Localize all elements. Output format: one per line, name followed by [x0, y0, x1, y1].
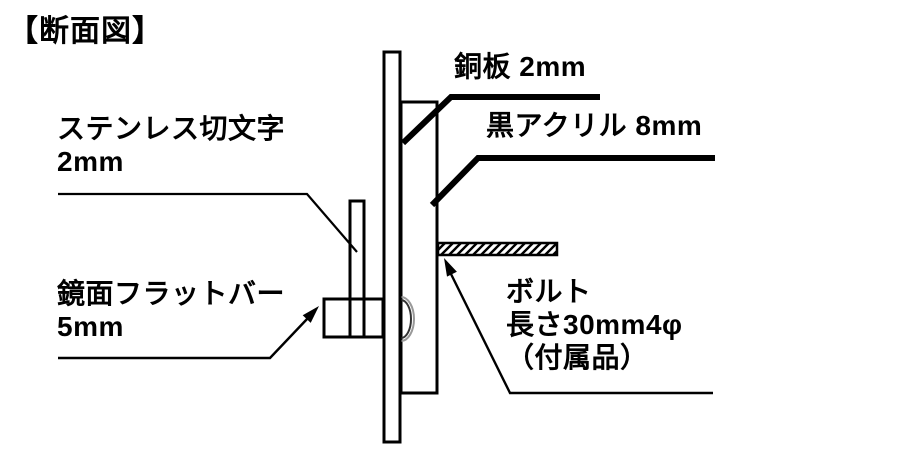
bolt-head-arc-outer: [400, 296, 415, 342]
bolt-shape: [436, 241, 559, 257]
copper-leader-line: [400, 94, 600, 146]
bolt-arrowhead: [444, 258, 457, 277]
bolt-label-line1: ボルト: [506, 276, 592, 307]
bolt-label-line2: 長さ30mm4φ: [506, 309, 683, 340]
stainless-letter-label-line2: 2mm: [57, 146, 124, 177]
mirror-flat-bar-label-line2: 5mm: [57, 311, 124, 342]
mirror-flat-bar-shape: [322, 297, 385, 339]
flatbar-leader-line: [58, 317, 309, 360]
stainless-letter-shape: [348, 199, 366, 339]
stainless-leader-line: [58, 192, 358, 253]
mirror-flat-bar-label-line1: 鏡面フラットバー: [57, 278, 286, 309]
bolt-head-arc-inner: [400, 299, 412, 339]
stainless-letter-label-line1: ステンレス切文字: [57, 113, 286, 144]
mirror-flat-bar-label: 鏡面フラットバー 5mm: [57, 277, 285, 343]
black-acrylic-shape: [399, 100, 439, 395]
flatbar-arrowhead: [302, 306, 319, 323]
copper-plate-shape: [382, 50, 402, 444]
bolt-label: ボルト 長さ30mm4φ （付属品）: [506, 275, 683, 374]
copper-plate-label: 銅板 2mm: [454, 51, 587, 82]
acrylic-leader-line: [429, 155, 715, 208]
stainless-letter-label: ステンレス切文字 2mm: [57, 112, 285, 178]
bolt-leader-line: [448, 271, 713, 395]
diagram-title: 【断面図】: [8, 15, 163, 48]
black-acrylic-label: 黒アクリル 8mm: [486, 110, 703, 141]
bolt-label-line3: （付属品）: [506, 342, 649, 373]
